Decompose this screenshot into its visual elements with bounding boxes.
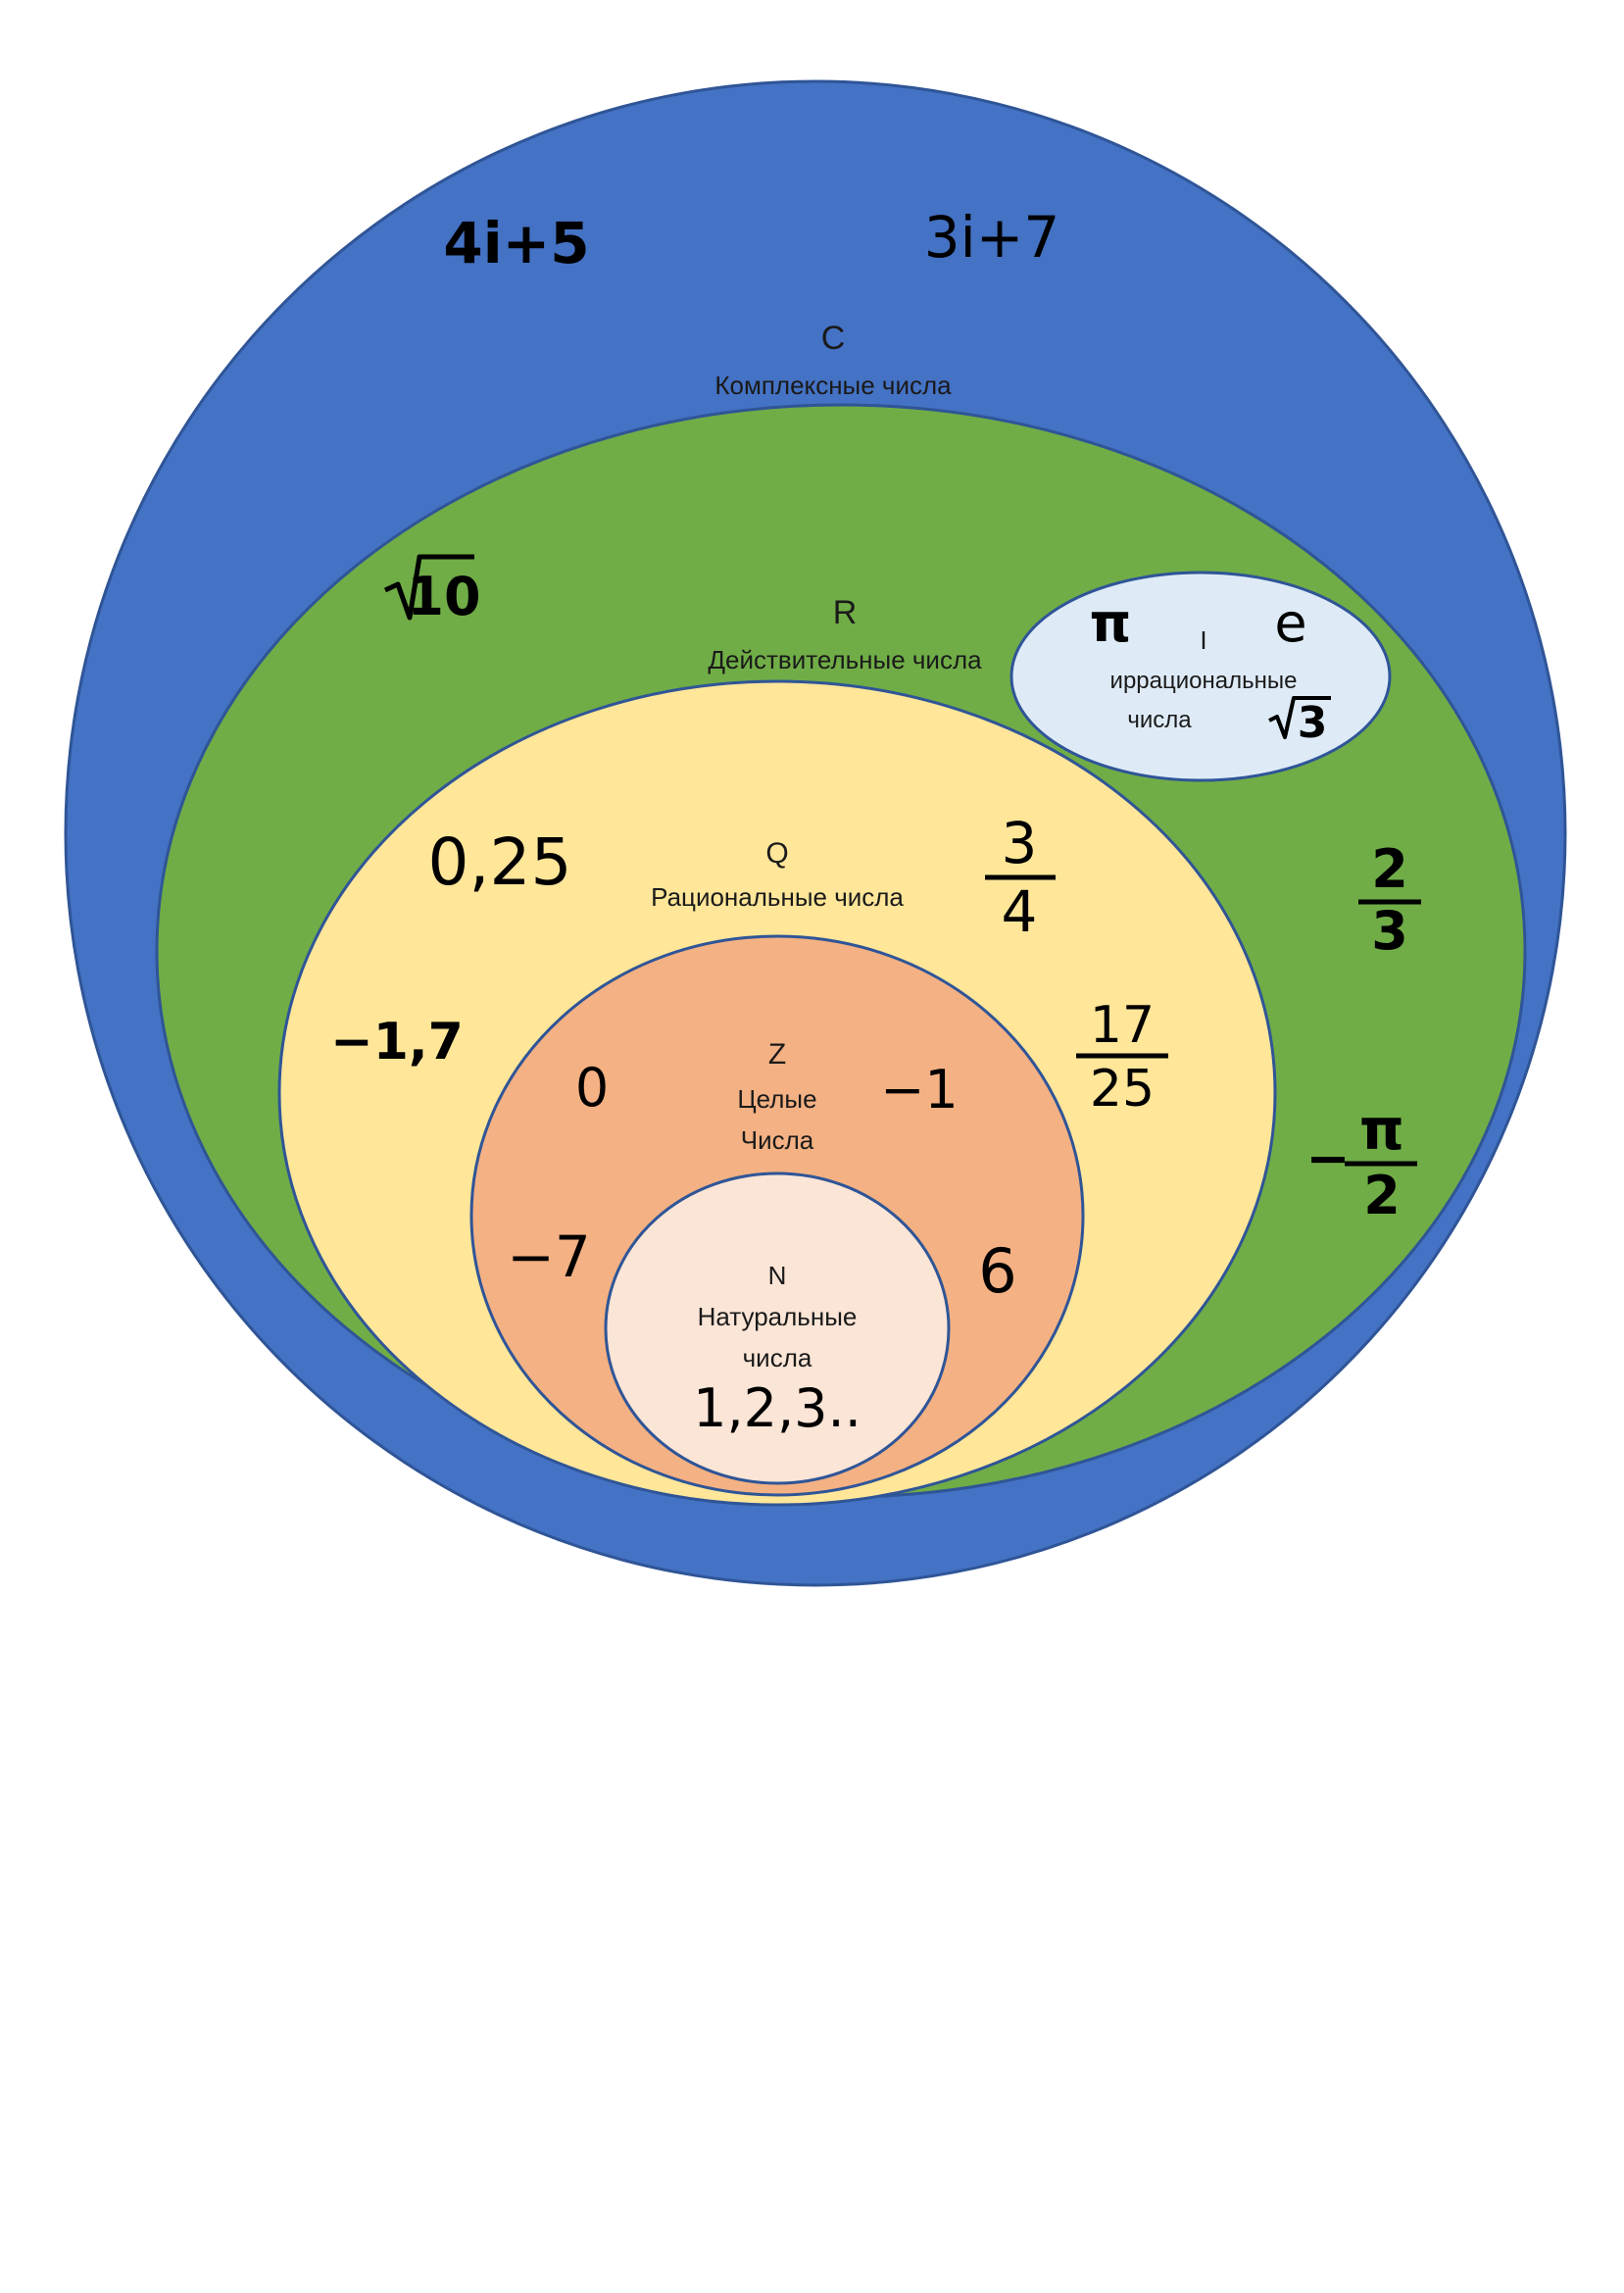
sqrt-sign-icon [383,554,474,621]
example-3i-plus-7: 3i+7 [924,204,1060,271]
fraction-numerator: 17 [1090,996,1155,1055]
natural-name-line1: Натуральные [698,1302,858,1331]
natural-name-line2: числа [743,1343,812,1372]
example-sqrt-3: 3 [1268,696,1331,748]
fraction-numerator: 2 [1371,838,1408,900]
natural-numbers-region [604,1171,951,1485]
example-17-over-25: 17 25 [1076,996,1168,1119]
fraction-denominator: 2 [1363,1165,1401,1226]
complex-name: Комплексные числа [714,371,952,400]
example-4i-plus-5: 4i+5 [443,210,589,276]
rational-symbol: Q [765,837,788,870]
example-e: e [1274,592,1306,654]
example-six: 6 [978,1235,1016,1307]
example-minus-pi-over-2: − π 2 [1305,1096,1417,1226]
sqrt-3-radicand: 3 [1298,698,1328,748]
fraction-numerator: 3 [1002,810,1038,876]
example-two-thirds: 2 3 [1358,838,1421,962]
rational-name: Рациональные числа [651,882,904,912]
example-sqrt-10: 10 [383,554,481,627]
fraction-sign: − [1305,1127,1350,1189]
integer-symbol: Z [768,1038,786,1071]
integer-name-line2: Числа [741,1125,814,1155]
complex-symbol: C [821,320,846,357]
example-natural-list: 1,2,3.. [693,1377,861,1439]
irrational-name-line1: иррациональные [1110,668,1298,694]
integer-name-line1: Целые [737,1084,816,1114]
example-0-25: 0,25 [428,824,572,900]
example-minus-1-7: −1,7 [330,1013,464,1072]
example-three-quarters: 3 4 [985,810,1056,945]
example-zero: 0 [575,1057,609,1119]
fraction-numerator: π [1359,1096,1404,1163]
real-symbol: R [833,594,858,631]
example-minus-one: −1 [880,1059,959,1121]
irrational-numbers-region [1009,571,1392,782]
example-pi: π [1090,592,1132,654]
example-minus-seven: −7 [507,1223,591,1290]
irrational-symbol: I [1200,625,1206,655]
irrational-name-line2: числа [1127,707,1192,733]
fraction-denominator: 25 [1090,1060,1155,1119]
sqrt-10-radicand: 10 [407,566,480,627]
fraction-denominator: 4 [1002,878,1038,945]
fraction-denominator: 3 [1371,900,1408,962]
sqrt-sign-icon [1268,696,1331,739]
real-name: Действительные числа [708,645,982,674]
natural-symbol: N [768,1261,787,1290]
